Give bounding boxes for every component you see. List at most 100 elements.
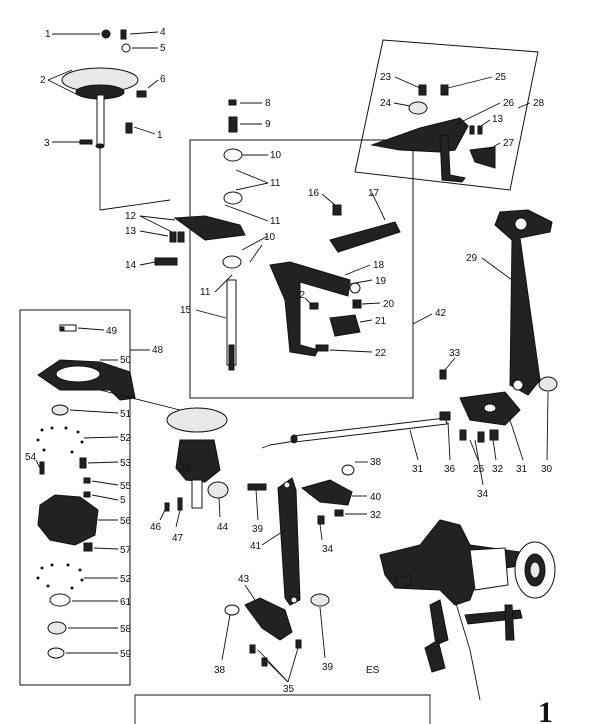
- label-17: 17: [368, 188, 380, 199]
- label-38b: 38: [214, 665, 226, 676]
- label-25a: 25: [495, 72, 507, 83]
- label-8: 8: [265, 98, 271, 109]
- label-36a: 36: [444, 464, 456, 475]
- label-11c: 11: [200, 287, 211, 298]
- leader-lines-thread-guide: [393, 76, 531, 151]
- thread-guide-assembly: [370, 84, 496, 183]
- label-18: 18: [373, 260, 385, 271]
- horizontal-shaft-assembly: [261, 369, 521, 449]
- label-33: 33: [449, 348, 461, 359]
- label-31b: 31: [516, 464, 528, 475]
- label-53: 53: [120, 458, 132, 469]
- label-13b: 13: [492, 114, 504, 125]
- label-3: 3: [44, 138, 50, 149]
- label-48: 48: [152, 345, 164, 356]
- label-55: 55: [120, 481, 132, 492]
- label-59: 59: [120, 649, 132, 660]
- label-52a: 52: [120, 433, 132, 444]
- needle-bar-assembly: [154, 99, 246, 371]
- label-57: 57: [120, 545, 132, 556]
- leader-lines-bottom: [221, 584, 326, 683]
- take-up-lever-arm: [481, 209, 558, 396]
- label-25b: 25: [473, 464, 485, 475]
- label-52b: 52: [120, 574, 132, 585]
- label-5: 5: [160, 43, 166, 54]
- label-34b: 34: [322, 544, 334, 555]
- label-11a: 11: [270, 178, 281, 189]
- diagram-code: ES: [366, 665, 380, 676]
- label-39a: 39: [252, 524, 264, 535]
- label-46: 46: [150, 522, 162, 533]
- label-31a: 31: [412, 464, 424, 475]
- label-38a: 38: [370, 457, 382, 468]
- gear-assembly: [164, 407, 229, 512]
- center-group-box: [189, 139, 414, 399]
- label-58: 58: [120, 624, 132, 635]
- label-50: 50: [120, 355, 132, 366]
- label-19: 19: [375, 276, 387, 287]
- label-44: 44: [217, 522, 229, 533]
- label-9: 9: [265, 119, 271, 130]
- bottom-frame: [134, 694, 431, 724]
- leader-lines-feed: [35, 327, 181, 654]
- presser-bar-assembly: [269, 204, 401, 357]
- label-13a: 13: [125, 226, 137, 237]
- label-49: 49: [106, 326, 118, 337]
- label-29: 29: [466, 253, 478, 264]
- label-47: 47: [172, 533, 184, 544]
- bottom-link-assembly: [224, 593, 330, 667]
- label-32a: 32: [492, 464, 504, 475]
- leader-lines-top-left: [47, 31, 159, 143]
- label-1a: 1: [45, 29, 51, 40]
- figure-number: 1: [538, 696, 553, 724]
- label-42: 42: [435, 308, 447, 319]
- feed-group-box: [19, 309, 131, 686]
- feed-assembly: [37, 324, 136, 659]
- label-24: 24: [380, 98, 392, 109]
- label-12: 12: [125, 211, 137, 222]
- label-39b: 39: [322, 662, 334, 673]
- label-10b: 10: [264, 232, 276, 243]
- label-20: 20: [383, 299, 395, 310]
- label-1b: 1: [157, 130, 163, 141]
- label-5b: 5: [120, 495, 126, 506]
- label-56: 56: [120, 516, 132, 527]
- label-43: 43: [238, 574, 250, 585]
- dot-rings: [36, 426, 84, 590]
- label-16: 16: [308, 188, 320, 199]
- label-23: 23: [380, 72, 392, 83]
- label-40: 40: [370, 492, 382, 503]
- label-27: 27: [503, 138, 515, 149]
- label-51: 51: [120, 409, 132, 420]
- label-45: 45: [180, 464, 192, 475]
- label-61: 61: [120, 597, 132, 608]
- label-28: 28: [533, 98, 545, 109]
- upper-shaft-assembly: [61, 29, 171, 211]
- label-14: 14: [125, 260, 137, 271]
- label-21: 21: [375, 316, 387, 327]
- label-41: 41: [250, 541, 262, 552]
- label-54: 54: [25, 452, 37, 463]
- machine-illustration: [379, 519, 556, 701]
- label-11b: 11: [270, 216, 281, 227]
- label-22a: 22: [294, 290, 306, 301]
- leader-lines-shaft: [409, 357, 549, 486]
- label-32b: 32: [370, 510, 382, 521]
- label-34a: 34: [477, 489, 489, 500]
- linkage-assembly: [247, 464, 355, 606]
- leader-lines-presser: [304, 192, 433, 353]
- label-10a: 10: [270, 150, 282, 161]
- label-15: 15: [180, 305, 192, 316]
- label-4: 4: [160, 27, 166, 38]
- leader-lines-gear: [159, 453, 221, 528]
- label-30: 30: [541, 464, 553, 475]
- leader-lines-linkage: [255, 461, 368, 546]
- label-22b: 22: [375, 348, 387, 359]
- label-6: 6: [160, 74, 166, 85]
- label-26: 26: [503, 98, 515, 109]
- label-2: 2: [40, 75, 46, 86]
- leader-lines-center: [139, 102, 269, 319]
- thread-guide-group-box: [354, 39, 539, 191]
- label-35: 35: [283, 684, 295, 695]
